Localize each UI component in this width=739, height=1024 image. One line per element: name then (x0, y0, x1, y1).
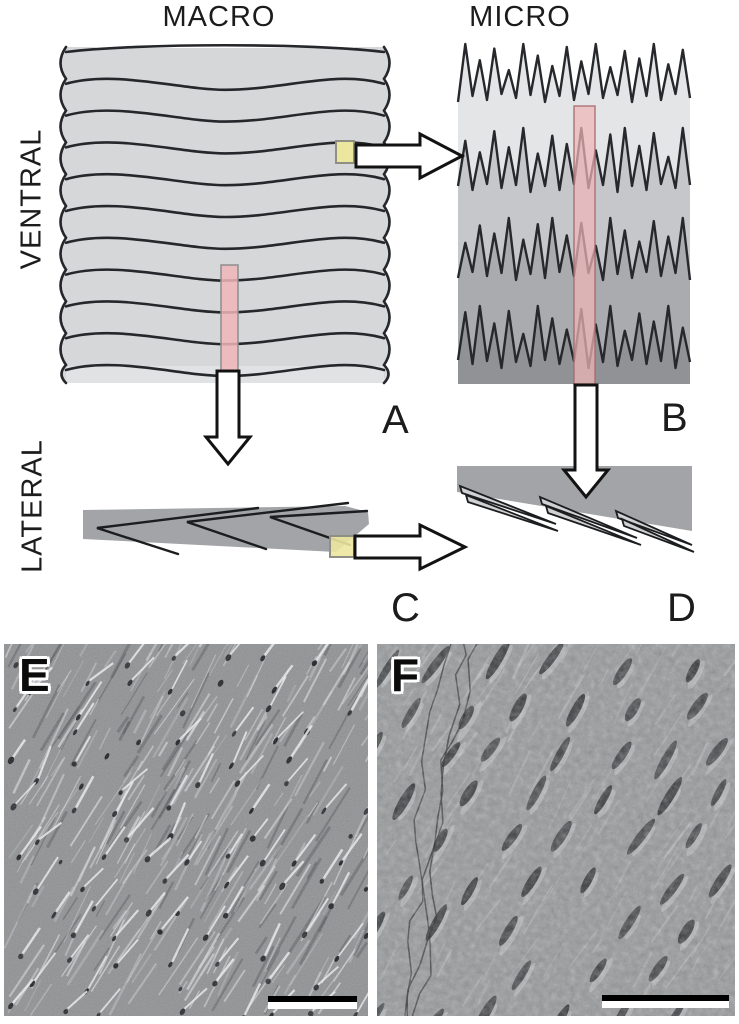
panel-d-spine (464, 493, 559, 532)
arrow-c-to-d-icon (353, 522, 469, 572)
scale-bar-f-black (602, 995, 729, 1001)
arrow-a-to-b-icon (354, 131, 466, 181)
panel-d-spine (544, 504, 642, 546)
column-label-macro: MACRO (162, 1, 276, 33)
panel-d-micro-lateral (457, 466, 695, 553)
panel-d-spine (538, 495, 638, 539)
column-label-micro: MICRO (469, 1, 571, 33)
panel-label-b: B (661, 396, 688, 440)
panel-d-spine (614, 509, 693, 546)
panel-label-d: D (667, 586, 696, 630)
row-label-lateral: LATERAL (16, 439, 49, 573)
panel-label-e: E (19, 649, 50, 701)
panel-d-surface-shape (457, 466, 692, 531)
panel-c-scale-bar-shape (83, 506, 369, 552)
schematic-diagram (59, 42, 695, 572)
panel-c-scale-edge-1 (96, 506, 260, 556)
scale-bar-e-black (268, 996, 357, 1002)
sem-micrograph-f (377, 644, 735, 1016)
panel-a-pink-section-strip (220, 264, 239, 373)
scale-bar-e-white (268, 1002, 357, 1009)
panel-c-yellow-zoom-box (329, 535, 355, 558)
panel-label-a: A (382, 398, 409, 442)
panel-c-scale-edge-3 (269, 509, 369, 547)
panel-c-scale-edge-2 (186, 501, 350, 551)
panel-d-spine (458, 484, 557, 525)
scale-bar-f (602, 995, 729, 1008)
panel-label-f: F (391, 649, 420, 701)
row-label-ventral: VENTRAL (15, 128, 48, 270)
scale-bar-e (268, 996, 357, 1009)
scale-bar-f-white (602, 1001, 729, 1008)
sem-micrograph-e (4, 644, 368, 1016)
panel-c-macro-lateral (83, 501, 369, 556)
arrow-a-down-icon (202, 369, 254, 467)
panel-d-spine (620, 517, 695, 553)
panel-label-c: C (391, 586, 420, 630)
arrow-b-down-icon (560, 383, 612, 500)
panel-b-pink-section-strip (573, 105, 596, 385)
panel-a-yellow-zoom-box (335, 140, 355, 164)
